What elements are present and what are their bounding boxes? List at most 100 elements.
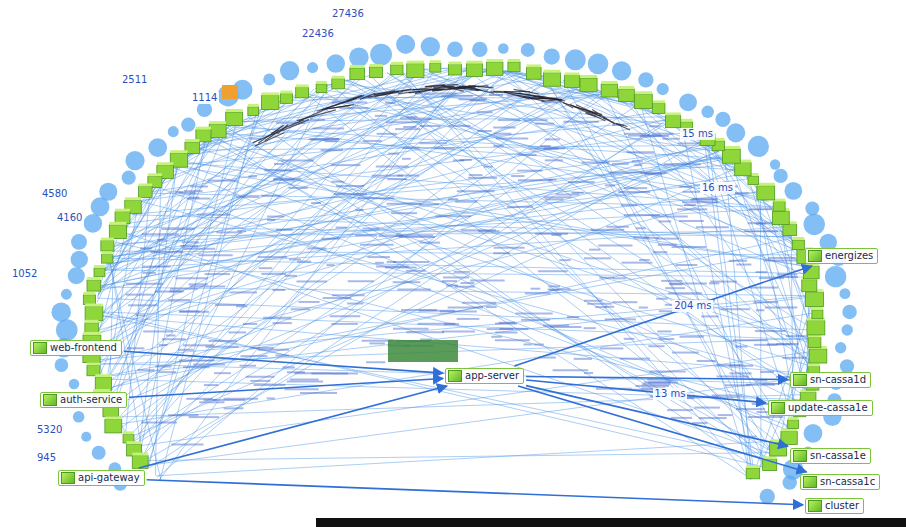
host-circle	[839, 288, 850, 299]
cube-top	[127, 441, 142, 444]
dark-line	[317, 98, 357, 111]
texture-dash	[187, 198, 211, 200]
texture-dash	[470, 99, 485, 101]
texture-dash	[595, 306, 606, 308]
texture-dash	[584, 257, 611, 259]
texture-dash	[363, 140, 382, 142]
texture-dash	[627, 151, 655, 153]
texture-dash	[754, 344, 777, 346]
texture-dash	[764, 259, 802, 261]
texture-dash	[267, 219, 275, 221]
texture-dash	[179, 311, 209, 313]
cube-face	[316, 84, 327, 93]
host-circle	[760, 489, 775, 504]
flow-connector	[526, 376, 788, 379]
texture-dash	[385, 102, 396, 104]
texture-dash	[584, 372, 593, 374]
texture-dash	[228, 331, 246, 333]
texture-dash	[285, 388, 319, 390]
texture-dash	[376, 166, 409, 168]
texture-dash	[322, 238, 340, 240]
cube-top	[508, 59, 520, 62]
texture-dash	[386, 121, 422, 123]
texture-dash	[782, 357, 806, 359]
texture-dash	[420, 125, 440, 127]
texture-dash	[204, 399, 218, 401]
texture-dash	[651, 216, 687, 218]
cube-face	[792, 240, 804, 250]
server-node: auth-service	[40, 392, 127, 408]
texture-dash	[419, 142, 447, 144]
texture-dash	[235, 196, 259, 198]
texture-dash	[169, 290, 183, 292]
texture-dash	[441, 95, 472, 97]
texture-dash	[157, 239, 166, 241]
host-circle	[657, 83, 669, 95]
texture-dash	[721, 308, 751, 310]
cube-top	[757, 183, 775, 186]
dark-line	[592, 109, 615, 124]
chord-line	[156, 441, 781, 476]
flow-connector	[514, 266, 812, 366]
texture-dash	[281, 160, 314, 162]
cube-top	[85, 320, 98, 323]
texture-dash	[620, 358, 650, 360]
texture-dash	[668, 292, 702, 294]
texture-dash	[493, 145, 503, 147]
texture-dash	[736, 264, 751, 266]
texture-dash	[290, 378, 319, 380]
texture-dash	[543, 196, 571, 198]
dark-line	[504, 91, 545, 97]
chord-line	[105, 151, 719, 390]
cube-top	[94, 265, 105, 268]
texture-dash	[178, 349, 194, 351]
chord-line	[96, 85, 581, 353]
texture-dash	[184, 248, 216, 250]
chord-line	[101, 249, 798, 377]
cube-face	[757, 186, 775, 200]
texture-dash	[240, 365, 257, 367]
texture-dash	[331, 323, 358, 325]
server-cube	[564, 72, 579, 87]
texture-dash	[529, 148, 559, 150]
texture-dash	[489, 94, 503, 96]
cube-face	[735, 163, 751, 176]
texture-dash	[589, 249, 600, 251]
texture-dash	[587, 303, 612, 305]
chord-line	[370, 75, 764, 464]
chord-line	[617, 96, 802, 258]
chord-line	[416, 70, 744, 175]
cube-top	[788, 417, 799, 420]
texture-dash	[469, 174, 483, 176]
texture-dash	[387, 203, 422, 205]
texture-dash	[567, 316, 579, 318]
texture-dash	[672, 352, 699, 354]
texture-dash	[641, 172, 667, 174]
texture-dash	[128, 304, 158, 306]
server-cube	[792, 237, 804, 250]
texture-dash	[393, 261, 429, 263]
texture-dash	[495, 339, 530, 341]
host-circle	[773, 169, 787, 183]
server-cube	[95, 374, 111, 390]
dark-line	[558, 100, 573, 108]
metric-label: 4160	[55, 212, 84, 224]
texture-dash	[324, 140, 337, 142]
texture-dash	[259, 267, 273, 269]
texture-dash	[355, 209, 363, 211]
texture-dash	[459, 98, 487, 100]
texture-dash	[643, 237, 659, 239]
host-circle	[842, 305, 856, 319]
cube-top	[812, 307, 823, 310]
chord-line	[780, 280, 808, 443]
cube-top	[101, 238, 114, 241]
texture-dash	[679, 220, 704, 222]
texture-dash	[310, 119, 325, 121]
cube-icon	[448, 370, 462, 382]
texture-dash	[299, 301, 320, 303]
chord-line	[100, 137, 211, 373]
texture-dash	[701, 315, 719, 317]
server-cube	[296, 85, 309, 98]
cube-face	[407, 64, 424, 78]
host-circle	[679, 93, 697, 111]
